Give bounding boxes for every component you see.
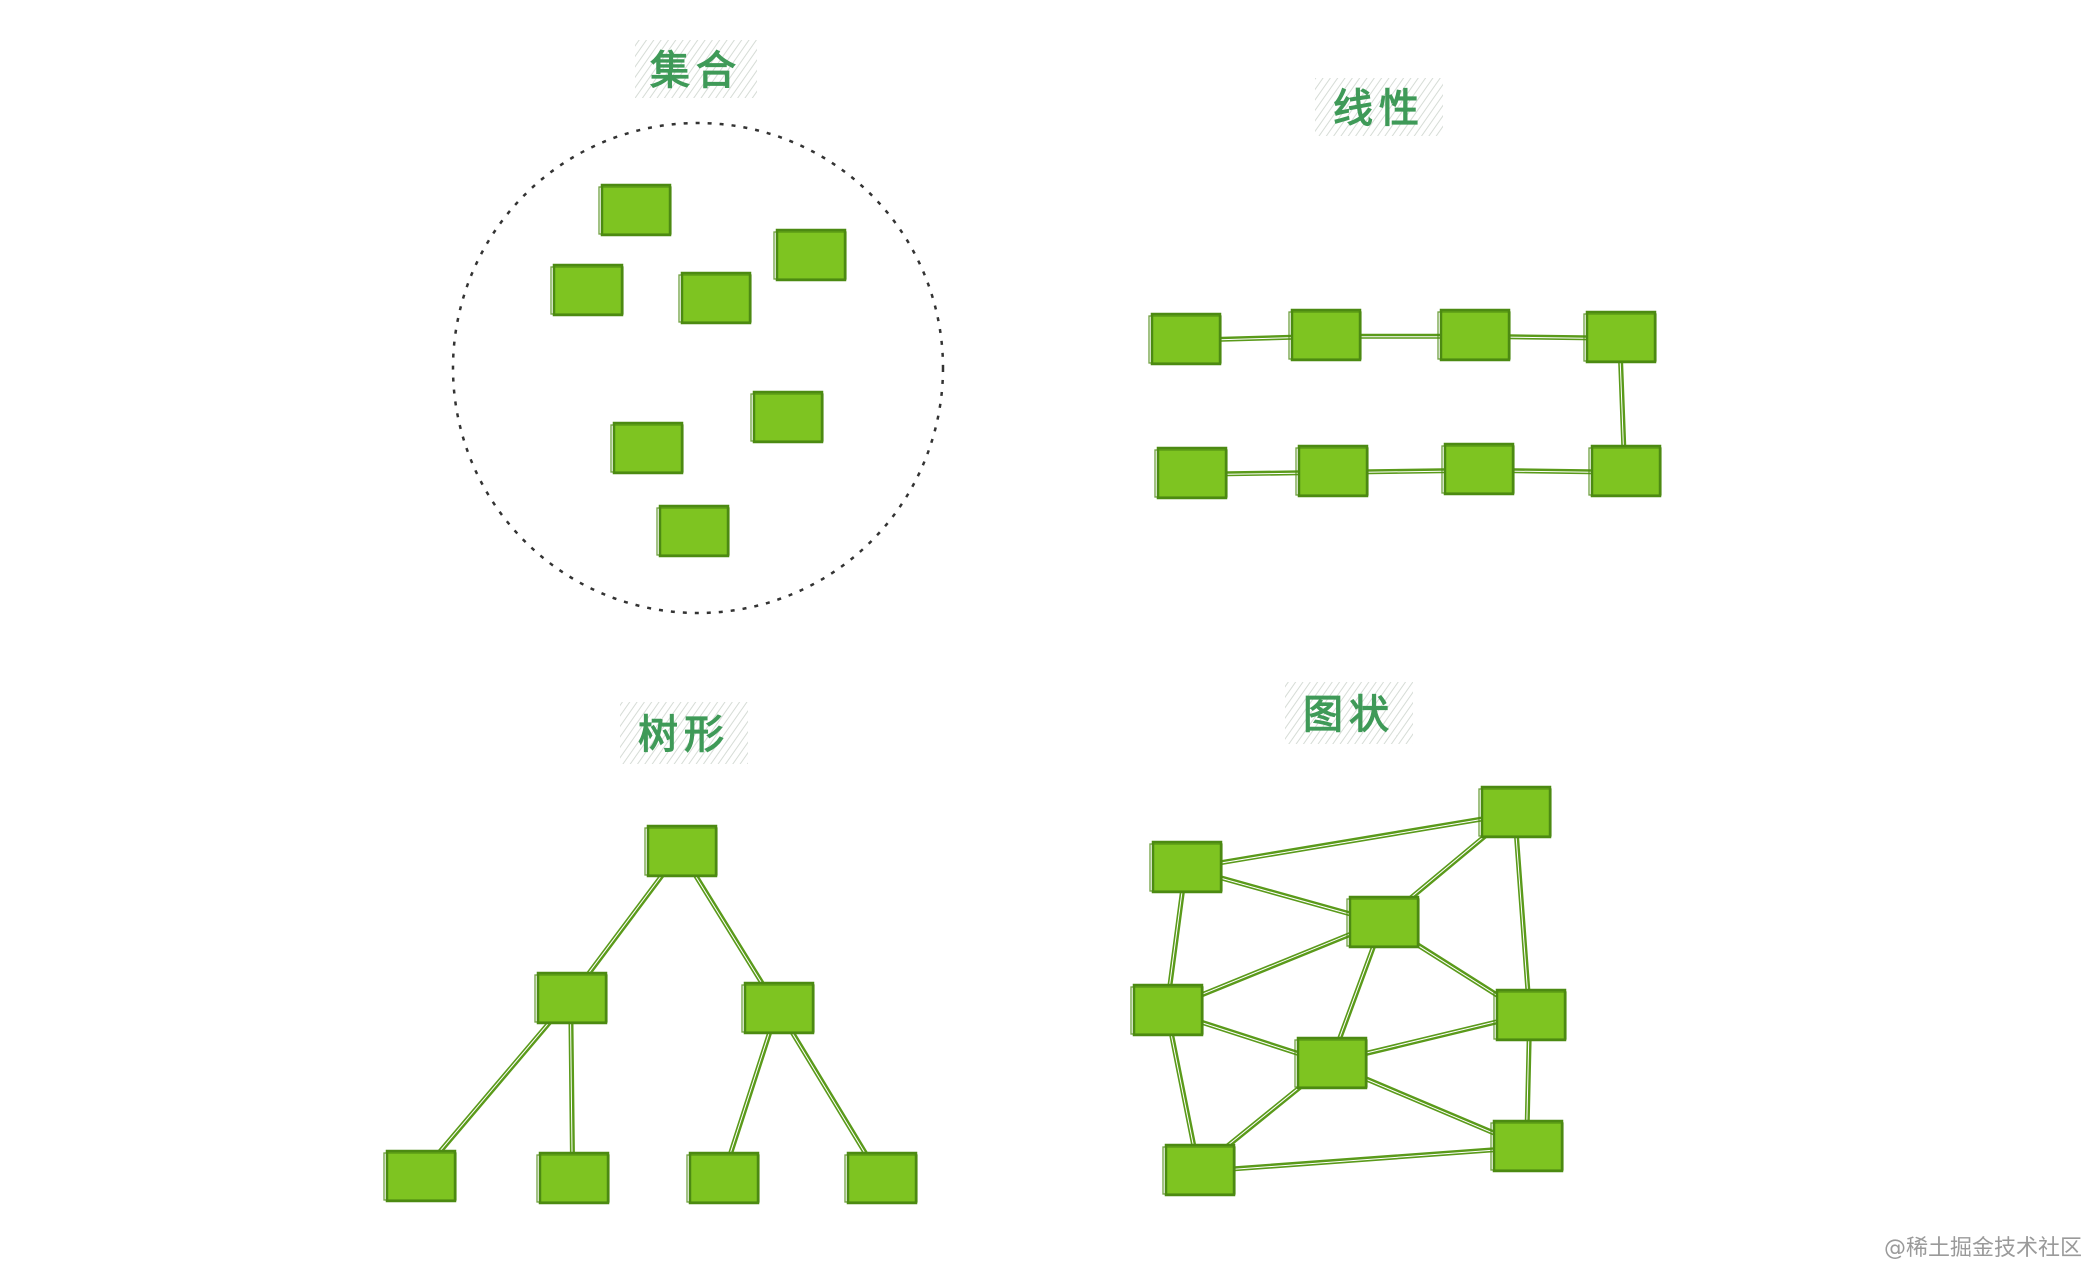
node-g1 <box>1149 840 1223 894</box>
node-l3 <box>1437 308 1511 362</box>
edge-g2-g5 <box>1514 810 1533 1017</box>
node-s6 <box>610 421 684 475</box>
node-g7 <box>1162 1143 1236 1197</box>
title-graph: 图状 <box>1285 682 1413 744</box>
node-t0 <box>644 824 718 878</box>
edge-t2-t5 <box>722 1006 781 1180</box>
edge-g3-g4 <box>1166 920 1386 1012</box>
title-graph-text: 图状 <box>1303 692 1395 738</box>
title-tree: 树形 <box>620 702 748 764</box>
edge-g7-g8-stroke <box>1199 1148 1530 1174</box>
edge-t1-t3-stroke <box>417 995 571 1175</box>
edge-t1-t3 <box>419 996 574 1178</box>
node-g6 <box>1294 1036 1368 1090</box>
set-boundary <box>451 121 945 615</box>
title-set-text: 集合 <box>649 48 742 94</box>
watermark: @稀土掘金技术社区 <box>1883 1236 2082 1261</box>
node-g8 <box>1490 1119 1564 1173</box>
node-g5 <box>1493 988 1567 1042</box>
node-s3 <box>678 271 752 325</box>
node-s1 <box>598 183 672 237</box>
edge-t1-t4-stroke <box>568 997 572 1179</box>
edge-g7-g8 <box>1198 1144 1530 1172</box>
nodes-layer <box>383 183 1662 1205</box>
node-l1 <box>1148 312 1222 366</box>
node-l4 <box>1583 310 1657 364</box>
edge-t2-t6 <box>777 1006 884 1180</box>
edge-g2-g5-stroke <box>1512 811 1529 1017</box>
node-s5 <box>750 390 824 444</box>
node-s4 <box>773 228 847 282</box>
node-s2 <box>550 263 624 317</box>
edge-g4-g7 <box>1166 1008 1202 1172</box>
title-linear-text: 线性 <box>1333 86 1425 132</box>
node-g2 <box>1478 785 1552 839</box>
node-l5 <box>1154 446 1228 500</box>
node-s7 <box>656 504 730 558</box>
edge-t2-t6-stroke <box>775 1008 881 1181</box>
edge-t1-t4 <box>570 996 576 1180</box>
node-t5 <box>686 1151 760 1205</box>
node-g3 <box>1346 895 1420 949</box>
node-t1 <box>534 971 608 1025</box>
node-g4 <box>1130 983 1204 1037</box>
title-set: 集合 <box>635 40 757 98</box>
node-t6 <box>844 1151 918 1205</box>
edge-g1-g2-stroke <box>1186 814 1518 871</box>
edge-t2-t5-stroke <box>720 1006 777 1178</box>
node-t4 <box>536 1151 610 1205</box>
title-tree-text: 树形 <box>638 712 730 758</box>
node-l8 <box>1588 444 1662 498</box>
title-linear: 线性 <box>1315 78 1443 136</box>
node-l6 <box>1295 444 1369 498</box>
node-l2 <box>1288 308 1362 362</box>
node-t3 <box>383 1149 457 1203</box>
node-l7 <box>1441 442 1515 496</box>
edge-g1-g2 <box>1185 810 1518 869</box>
node-t2 <box>741 981 815 1035</box>
